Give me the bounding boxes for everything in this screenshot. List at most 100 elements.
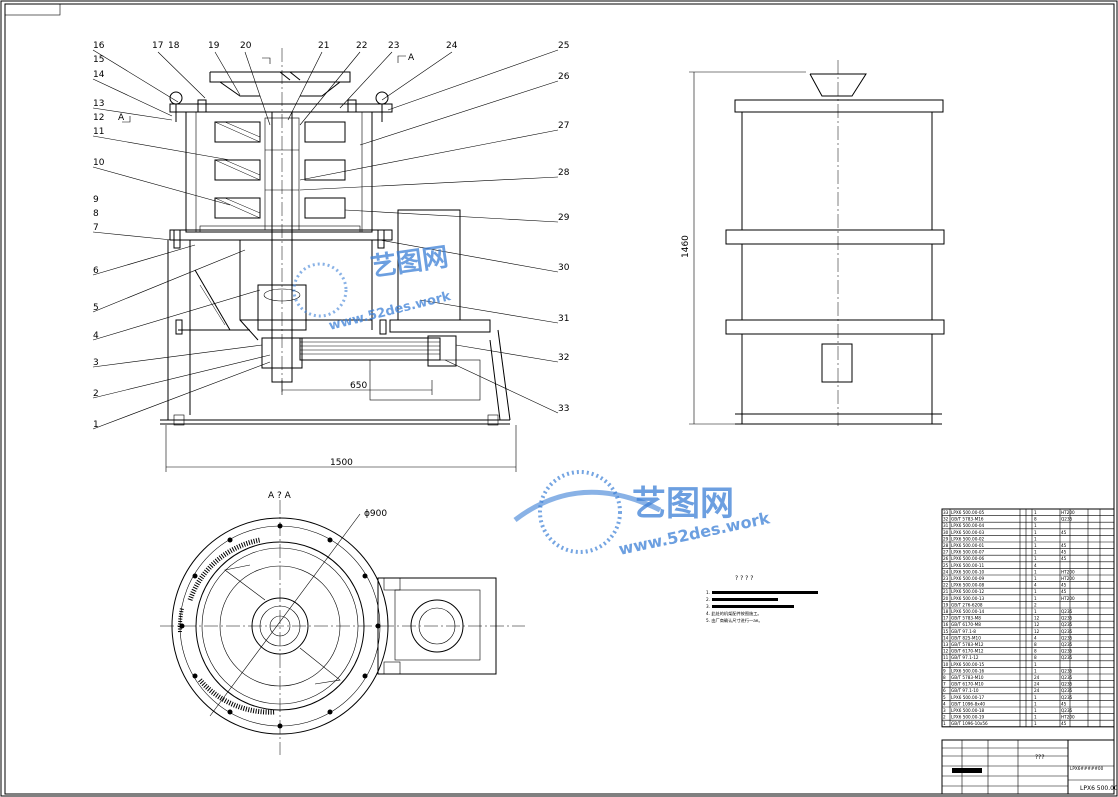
- bom-cell: 8: [943, 675, 946, 680]
- bom-cell: 4: [1034, 635, 1037, 640]
- bom-cell: GB/T 6170-M8: [951, 622, 981, 627]
- bom-cell: 1: [1034, 662, 1037, 667]
- bom-cell: LPX6 500.00-17: [951, 695, 985, 700]
- bom-cell: 3: [943, 708, 946, 713]
- part-label: 1: [93, 420, 99, 430]
- dimension-label: 1500: [330, 458, 353, 468]
- bom-cell: 1: [1034, 668, 1037, 673]
- bom-cell: 1: [1034, 530, 1037, 535]
- bom-cell: HT200: [1061, 596, 1075, 601]
- part-label: 21: [318, 41, 329, 51]
- dimension-label: ϕ900: [364, 509, 387, 519]
- bom-cell: 25: [943, 563, 949, 568]
- bom-cell: 2: [943, 715, 946, 720]
- corner-tag-box: [4, 3, 61, 16]
- section-mark: A: [118, 113, 125, 123]
- bom-cell: HT200: [1061, 510, 1075, 515]
- bom-cell: 4: [943, 701, 946, 706]
- bom-cell: Q235: [1061, 655, 1073, 660]
- part-label: 3: [93, 358, 99, 368]
- bom-cell: 8: [1034, 642, 1037, 647]
- bom-cell: 12: [1034, 629, 1040, 634]
- part-label: 5: [93, 303, 99, 313]
- bom-cell: LPX6 500.00-08: [951, 583, 985, 588]
- bom-cell: HT200: [1061, 576, 1075, 581]
- part-label: 7: [93, 223, 99, 233]
- bom-cell: 27: [943, 550, 949, 555]
- bom-cell: 1: [1034, 543, 1037, 548]
- bom-cell: 1: [1034, 708, 1037, 713]
- bom-cell: 15: [943, 629, 949, 634]
- bom-cell: 1: [1034, 695, 1037, 700]
- bom-cell: 8: [1034, 649, 1037, 654]
- bom-cell: 45: [1061, 556, 1067, 561]
- part-label: 14: [93, 70, 105, 80]
- bom-cell: 1: [1034, 701, 1037, 706]
- bom-cell: 45: [1061, 721, 1067, 726]
- bom-cell: Q235: [1061, 622, 1073, 627]
- bom-cell: Q235: [1061, 675, 1073, 680]
- note-line: 3.: [706, 604, 710, 609]
- part-label: 8: [93, 209, 99, 219]
- bom-cell: 6: [943, 688, 946, 693]
- bom-cell: 45: [1061, 589, 1067, 594]
- title-block: ??? LPX6#####00 LPX6 500.00: [941, 739, 1118, 795]
- bom-cell: 21: [943, 589, 949, 594]
- bom-cell: GB/T 6170-M10: [951, 682, 984, 687]
- bom-cell: 4: [1034, 563, 1037, 568]
- bom-cell: 8: [1034, 517, 1037, 522]
- part-label: 27: [558, 121, 569, 131]
- bom-cell: HT200: [1061, 569, 1075, 574]
- bom-cell: 24: [943, 569, 949, 574]
- bom-cell: 1: [1034, 715, 1037, 720]
- part-label: 15: [93, 55, 104, 65]
- leader-lines-right: [299, 49, 559, 414]
- watermark-cn: 艺图网: [632, 484, 734, 524]
- leader-lines-top: [157, 51, 453, 126]
- section-mark: A: [408, 53, 415, 63]
- bom-cell: 24: [1034, 675, 1040, 680]
- bom-cell: LPX6 500.00-07: [951, 550, 985, 555]
- bom-cell: 45: [1061, 550, 1067, 555]
- inner-frame: [4, 3, 1115, 795]
- plan-view: [160, 500, 525, 755]
- part-label: 16: [93, 41, 105, 51]
- bom-cell: Q235: [1061, 517, 1073, 522]
- bom-cell: 28: [943, 543, 949, 548]
- bom-cell: 22: [943, 583, 949, 588]
- part-label: 33: [558, 404, 569, 414]
- dimension-label: 1460: [681, 235, 691, 258]
- bom-cell: Q235: [1061, 649, 1073, 654]
- bom-cell: LPX6 500.00-11: [951, 563, 985, 568]
- bom-cell: LPX6 500.00-18: [951, 708, 985, 713]
- part-label: 28: [558, 168, 570, 178]
- part-label: 2: [93, 389, 99, 399]
- part-label: 6: [93, 266, 99, 276]
- drawing-title: ???: [1035, 754, 1045, 761]
- watermark-large: 艺图网 www.52des.work: [513, 470, 772, 559]
- bom-cell: GB/T 5783-M8: [951, 616, 981, 621]
- bom-cell: 14: [943, 635, 949, 640]
- bom-cell: 32: [943, 517, 949, 522]
- bom-cell: GB/T 6170-M12: [951, 649, 984, 654]
- part-label: 12: [93, 113, 104, 123]
- part-label: 13: [93, 99, 104, 109]
- part-label: 17: [152, 41, 163, 51]
- bom-cell: 26: [943, 556, 949, 561]
- bom-cell: 18: [943, 609, 949, 614]
- bom-cell: GB/T 1096-8x40: [951, 701, 985, 706]
- bom-cell: 45: [1061, 530, 1067, 535]
- bom-cell: 45: [1061, 543, 1067, 548]
- bom-cell: 12: [943, 649, 949, 654]
- plan-bolt-holes: [179, 523, 381, 729]
- bom-cell: 1: [1034, 569, 1037, 574]
- bom-cell: LPX6 500.00-04: [951, 523, 985, 528]
- note-line: 4. 此处的机架配件按图施工。: [706, 610, 762, 617]
- part-label: 30: [558, 263, 570, 273]
- note-line: 5. 由厂商确认尺寸进行一ae。: [706, 617, 763, 624]
- bom-cell: 12: [1034, 622, 1040, 627]
- bom-cell: 1: [1034, 550, 1037, 555]
- bom-cell: 29: [943, 536, 949, 541]
- bom-cell: 1: [1034, 609, 1037, 614]
